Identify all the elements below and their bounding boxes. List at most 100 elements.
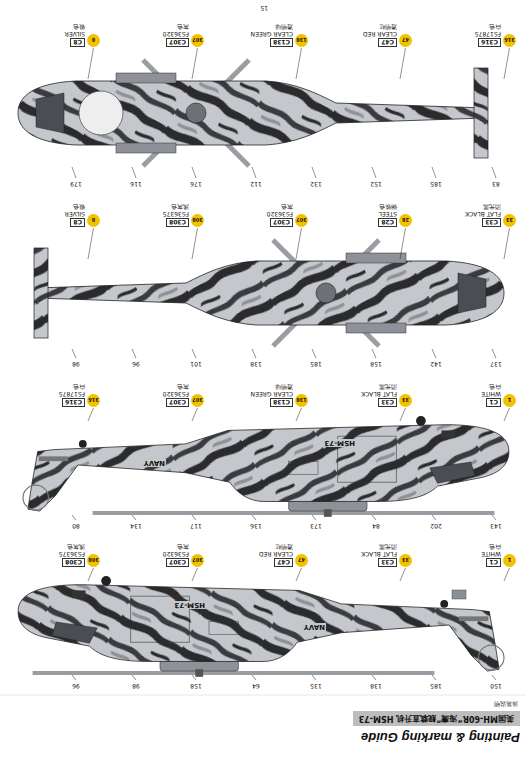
callout-number: 8 <box>87 34 100 47</box>
paint-text: C138CLEAR GREEN透明绿 <box>251 384 293 407</box>
leader-line <box>192 568 198 581</box>
leader-line <box>192 675 196 680</box>
callout-number: 308 <box>87 554 100 567</box>
paint-text: C8SILVER银色 <box>65 24 85 47</box>
leader-line <box>372 167 376 178</box>
part-number: 98 <box>131 682 141 689</box>
part-number: 117 <box>189 522 202 529</box>
part-number: 96 <box>71 682 81 689</box>
part-number: 158 <box>189 682 202 689</box>
paint-code: C47 <box>378 38 397 47</box>
callout-number: 47 <box>399 34 412 47</box>
paint-text: C138CLEAR GREEN透明绿 <box>251 24 293 47</box>
marking-text: NAVY <box>303 623 326 631</box>
leader-line <box>252 167 256 178</box>
paint-name: FS36320 <box>163 551 189 558</box>
page-number: 15 <box>260 4 268 11</box>
callout-number: 47 <box>295 554 308 567</box>
leader-line <box>252 515 256 520</box>
paint-name-cn: 银色 <box>65 204 85 211</box>
leader-line <box>192 515 196 520</box>
paint-name: CLEAR GREEN <box>251 391 293 398</box>
paint-name: SILVER <box>65 211 85 218</box>
paint-text: C316FS17875白色 <box>59 384 85 407</box>
leader-line <box>132 675 136 680</box>
leader-line <box>88 408 94 421</box>
paint-name-cn: 消光黑 <box>361 544 397 551</box>
leader-line <box>504 408 510 421</box>
leader-line <box>432 675 436 680</box>
paint-callout: 138C138CLEAR GREEN透明绿 <box>251 24 308 47</box>
part-number: 83 <box>491 180 501 187</box>
leader-line <box>400 568 406 581</box>
paint-code: C47 <box>274 558 293 567</box>
paint-name-cn: 消光黑 <box>361 384 397 391</box>
leader-line <box>372 349 376 358</box>
leader-line <box>372 515 376 520</box>
paint-text: C1WHITE白色 <box>481 384 501 407</box>
part-number: 158 <box>369 360 382 367</box>
leader-line <box>252 675 256 680</box>
callout-number: 33 <box>399 554 412 567</box>
paint-callout: 316C316FS17875白色 <box>59 384 100 407</box>
leader-line <box>492 515 496 520</box>
leader-line <box>72 675 76 680</box>
leader-line <box>88 48 94 79</box>
paint-callout: 8C8SILVER银色 <box>65 204 100 227</box>
paint-code: C33 <box>482 218 501 227</box>
paint-text: C33FLAT BLACK消光黑 <box>361 544 397 567</box>
leader-line <box>296 408 302 421</box>
paint-text: C47CLEAR RED透明红 <box>259 544 293 567</box>
callout-number: 138 <box>295 394 308 407</box>
paint-name: WHITE <box>481 391 501 398</box>
part-number: 98 <box>71 360 81 367</box>
leader-line <box>504 48 510 79</box>
callout-number: 308 <box>191 214 204 227</box>
callout-number: 307 <box>191 394 204 407</box>
paint-name: WHITE <box>481 551 501 558</box>
paint-callout: 307C307FS36320灰色 <box>163 24 204 47</box>
paint-name-cn: 浅灰色 <box>163 204 189 211</box>
leader-line <box>492 349 496 358</box>
part-number: 101 <box>189 360 202 367</box>
part-number: 137 <box>489 360 502 367</box>
paint-name-cn: 消光黑 <box>465 204 501 211</box>
part-number: 80 <box>71 522 81 529</box>
paint-name-cn: 灰色 <box>267 204 293 211</box>
paint-text: C307FS36320灰色 <box>163 24 189 47</box>
leader-line <box>504 228 510 259</box>
leader-line <box>132 515 136 520</box>
paint-name: FS36320 <box>163 31 189 38</box>
callout-number: 307 <box>191 554 204 567</box>
paint-name-cn: 钢铁色 <box>378 204 397 211</box>
paint-text: C316FS17875白色 <box>475 24 501 47</box>
leader-line <box>492 675 496 680</box>
paint-code: C28 <box>378 218 397 227</box>
callout-number: 33 <box>503 214 516 227</box>
paint-name: CLEAR RED <box>363 31 397 38</box>
paint-callout: 47C47CLEAR RED透明红 <box>363 24 412 47</box>
paint-text: C1WHITE白色 <box>481 544 501 567</box>
part-number: 176 <box>189 180 202 187</box>
paint-code: C33 <box>378 398 397 407</box>
callout-number: 307 <box>295 214 308 227</box>
paint-text: C28STEEL钢铁色 <box>378 204 397 227</box>
paint-callout: 47C47CLEAR RED透明红 <box>259 544 308 567</box>
paint-name: FLAT BLACK <box>465 211 501 218</box>
leader-line <box>400 228 406 259</box>
paint-name-cn: 透明绿 <box>251 24 293 31</box>
marking-text: HSM-73 <box>323 439 356 447</box>
paint-callout: 308C308FS36375浅灰色 <box>59 544 100 567</box>
leader-line <box>372 675 376 680</box>
paint-code: C308 <box>62 558 85 567</box>
paint-name-cn: 白色 <box>481 544 501 551</box>
marking-text: NAVY <box>143 459 166 467</box>
paint-code: C307 <box>166 398 189 407</box>
part-number: 185 <box>429 682 442 689</box>
paint-code: C8 <box>70 38 85 47</box>
callout-number: 1 <box>503 554 516 567</box>
paint-text: C308FS36375浅灰色 <box>59 544 85 567</box>
paint-name-cn: 灰色 <box>163 384 189 391</box>
part-number: 132 <box>309 180 322 187</box>
